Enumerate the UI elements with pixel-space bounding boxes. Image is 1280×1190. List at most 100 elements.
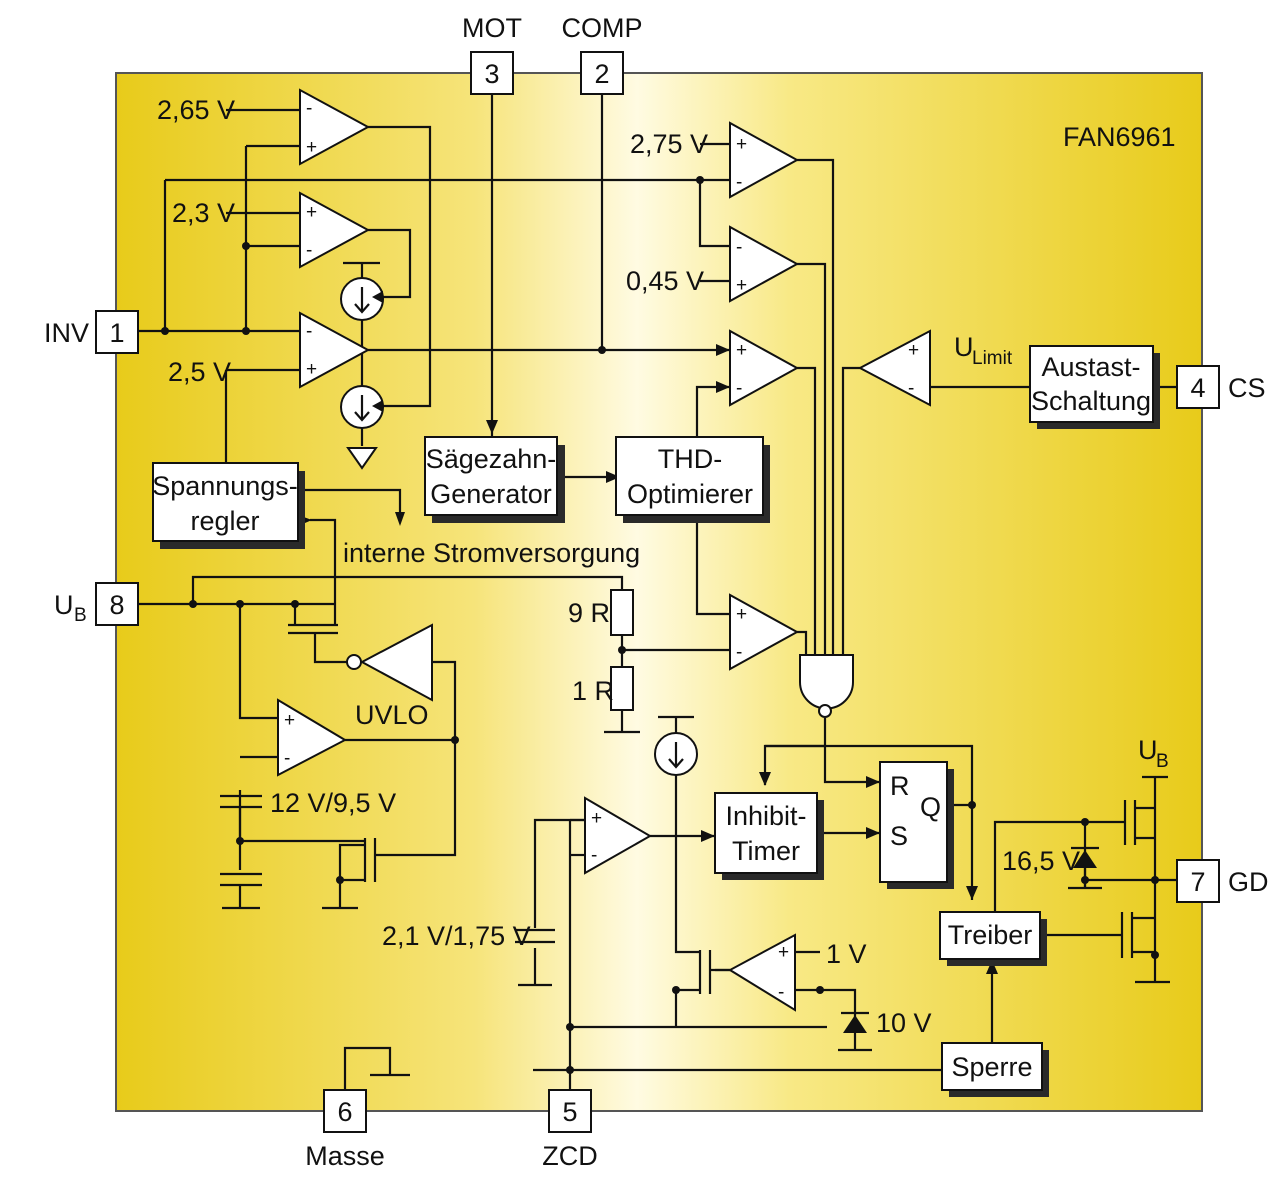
svg-text:-: -	[908, 378, 914, 399]
capacitor-bottom	[220, 872, 262, 910]
amp-045: - +	[729, 225, 800, 303]
label-uvlo: UVLO	[355, 700, 429, 730]
svg-text:regler: regler	[190, 506, 259, 536]
svg-text:Sperre: Sperre	[951, 1052, 1032, 1082]
amp-265: - +	[299, 88, 371, 166]
svg-text:+: +	[736, 340, 747, 361]
mosfet-uvlo	[322, 838, 377, 910]
amp-23: + -	[299, 191, 371, 269]
pin-4-cs: 4 CS	[1176, 365, 1266, 409]
svg-text:-: -	[306, 240, 312, 261]
label-25v: 2,5 V	[168, 357, 231, 387]
svg-text:Q: Q	[920, 792, 941, 822]
svg-text:+: +	[736, 604, 747, 625]
svg-text:+: +	[908, 340, 919, 361]
svg-text:B: B	[1156, 751, 1169, 772]
label-9r: 9 R	[568, 598, 610, 628]
mosfet-high-side	[1123, 800, 1155, 845]
svg-text:3: 3	[484, 59, 499, 89]
label-ub-output: U B	[1138, 735, 1169, 772]
uvlo-inverter	[346, 623, 433, 702]
svg-text:Masse: Masse	[305, 1141, 385, 1171]
svg-text:COMP: COMP	[562, 13, 643, 43]
svg-text:7: 7	[1190, 867, 1205, 897]
block-thd: THD- Optimierer	[615, 436, 770, 523]
label-265v: 2,65 V	[157, 95, 235, 125]
amp-zcd: + -	[584, 796, 653, 875]
svg-text:+: +	[306, 359, 317, 380]
label-275v: 2,75 V	[630, 129, 708, 159]
svg-text:+: +	[306, 137, 317, 158]
resistor-9r	[610, 589, 634, 636]
mosfet-low-side	[1120, 912, 1155, 958]
svg-text:Inhibit-: Inhibit-	[725, 801, 806, 831]
label-23v: 2,3 V	[172, 198, 235, 228]
svg-text:Sägezahn-: Sägezahn-	[426, 444, 557, 474]
block-spannungsregler: Spannungs- regler	[152, 462, 305, 549]
svg-text:INV: INV	[44, 318, 89, 348]
label-1v: 1 V	[826, 939, 867, 969]
amp-1v: + -	[727, 933, 796, 1012]
svg-text:5: 5	[562, 1097, 577, 1127]
and-gate	[799, 654, 854, 718]
block-treiber: Treiber	[939, 911, 1047, 966]
svg-text:+: +	[284, 710, 295, 731]
junctions	[161, 176, 1159, 1074]
svg-text:Timer: Timer	[732, 836, 800, 866]
svg-text:CS: CS	[1228, 373, 1266, 403]
pin-2-comp: 2 COMP	[562, 13, 643, 95]
label-interne-stromversorgung: interne Stromversorgung	[343, 538, 640, 568]
mosfet-ub	[288, 604, 338, 640]
amp-cs: + -	[857, 329, 931, 407]
svg-text:MOT: MOT	[462, 13, 522, 43]
svg-text:Limit: Limit	[972, 348, 1013, 369]
amp-275: + -	[729, 121, 800, 199]
svg-text:Treiber: Treiber	[948, 920, 1033, 950]
svg-text:-: -	[284, 748, 290, 769]
amp-error: - +	[299, 311, 371, 389]
svg-text:GD: GD	[1228, 867, 1269, 897]
svg-text:Generator: Generator	[430, 479, 552, 509]
svg-text:-: -	[736, 237, 742, 258]
svg-text:2: 2	[594, 59, 609, 89]
svg-text:R: R	[890, 771, 910, 801]
block-saegezahn: Sägezahn- Generator	[424, 436, 565, 523]
label-045v: 0,45 V	[626, 266, 704, 296]
svg-text:ZCD: ZCD	[542, 1141, 598, 1171]
svg-text:-: -	[306, 98, 312, 119]
svg-text:S: S	[890, 821, 908, 851]
svg-text:-: -	[591, 845, 597, 866]
resistor-1r	[610, 666, 634, 711]
pin-3-mot: 3 MOT	[462, 13, 522, 95]
svg-text:Spannungs-: Spannungs-	[152, 471, 298, 501]
svg-text:-: -	[778, 982, 784, 1003]
pin-8-ub: 8 U B	[54, 582, 139, 626]
block-flipflop: R S Q	[879, 761, 954, 889]
current-source-upper	[340, 277, 384, 321]
label-10v: 10 V	[876, 1008, 932, 1038]
svg-text:-: -	[736, 172, 742, 193]
pin-5-zcd: 5 ZCD	[542, 1089, 598, 1171]
zener-165v	[1068, 846, 1102, 890]
block-inhibit: Inhibit- Timer	[714, 792, 824, 880]
svg-text:U: U	[54, 590, 74, 620]
svg-text:Austast-: Austast-	[1041, 352, 1140, 382]
svg-text:U: U	[1138, 735, 1158, 765]
svg-text:-: -	[736, 642, 742, 663]
svg-text:-: -	[306, 321, 312, 342]
svg-text:6: 6	[337, 1097, 352, 1127]
svg-text:+: +	[591, 808, 602, 829]
label-ulimit: U Limit	[954, 332, 1013, 369]
svg-text:-: -	[736, 378, 742, 399]
svg-text:Optimierer: Optimierer	[627, 479, 753, 509]
svg-text:1: 1	[109, 318, 124, 348]
svg-text:+: +	[778, 942, 789, 963]
label-12v: 12 V/9,5 V	[270, 788, 396, 818]
amp-thd: + -	[729, 593, 800, 671]
pin-1-inv: 1 INV	[44, 310, 139, 354]
label-21v: 2,1 V/1,75 V	[382, 921, 531, 951]
svg-text:B: B	[74, 605, 87, 626]
amp-mult: + -	[729, 329, 800, 407]
pin-7-gd: 7 GD	[1176, 859, 1269, 903]
